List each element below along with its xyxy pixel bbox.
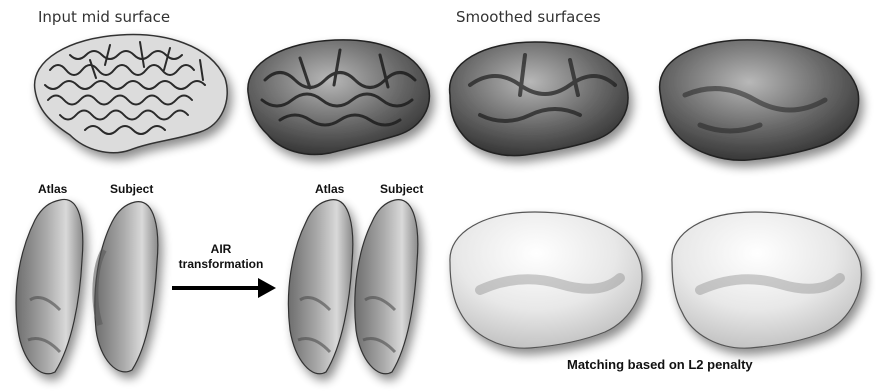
matching-caption: Matching based on L2 penalty (567, 357, 753, 372)
atlas-lobe-before (16, 199, 83, 373)
subject-label-after: Subject (380, 182, 423, 196)
air-transformation-label: AIR transformation (166, 242, 276, 272)
subject-lobe-before (95, 202, 158, 372)
air-line-1: AIR (166, 242, 276, 257)
transform-arrow (172, 278, 276, 298)
smoothed-brain-level-1 (248, 40, 430, 155)
air-line-2: transformation (166, 257, 276, 272)
subject-label-before: Subject (110, 182, 153, 196)
atlas-label-after: Atlas (315, 182, 344, 196)
input-mid-surface-brain (35, 35, 228, 153)
smoothed-brain-level-3 (660, 40, 859, 160)
inflated-brain-atlas (450, 212, 642, 348)
atlas-lobe-after (288, 200, 352, 374)
smoothed-brain-level-2 (450, 42, 628, 156)
inflated-brain-subject (672, 212, 861, 348)
subject-lobe-after (355, 200, 418, 374)
atlas-label-before: Atlas (38, 182, 67, 196)
